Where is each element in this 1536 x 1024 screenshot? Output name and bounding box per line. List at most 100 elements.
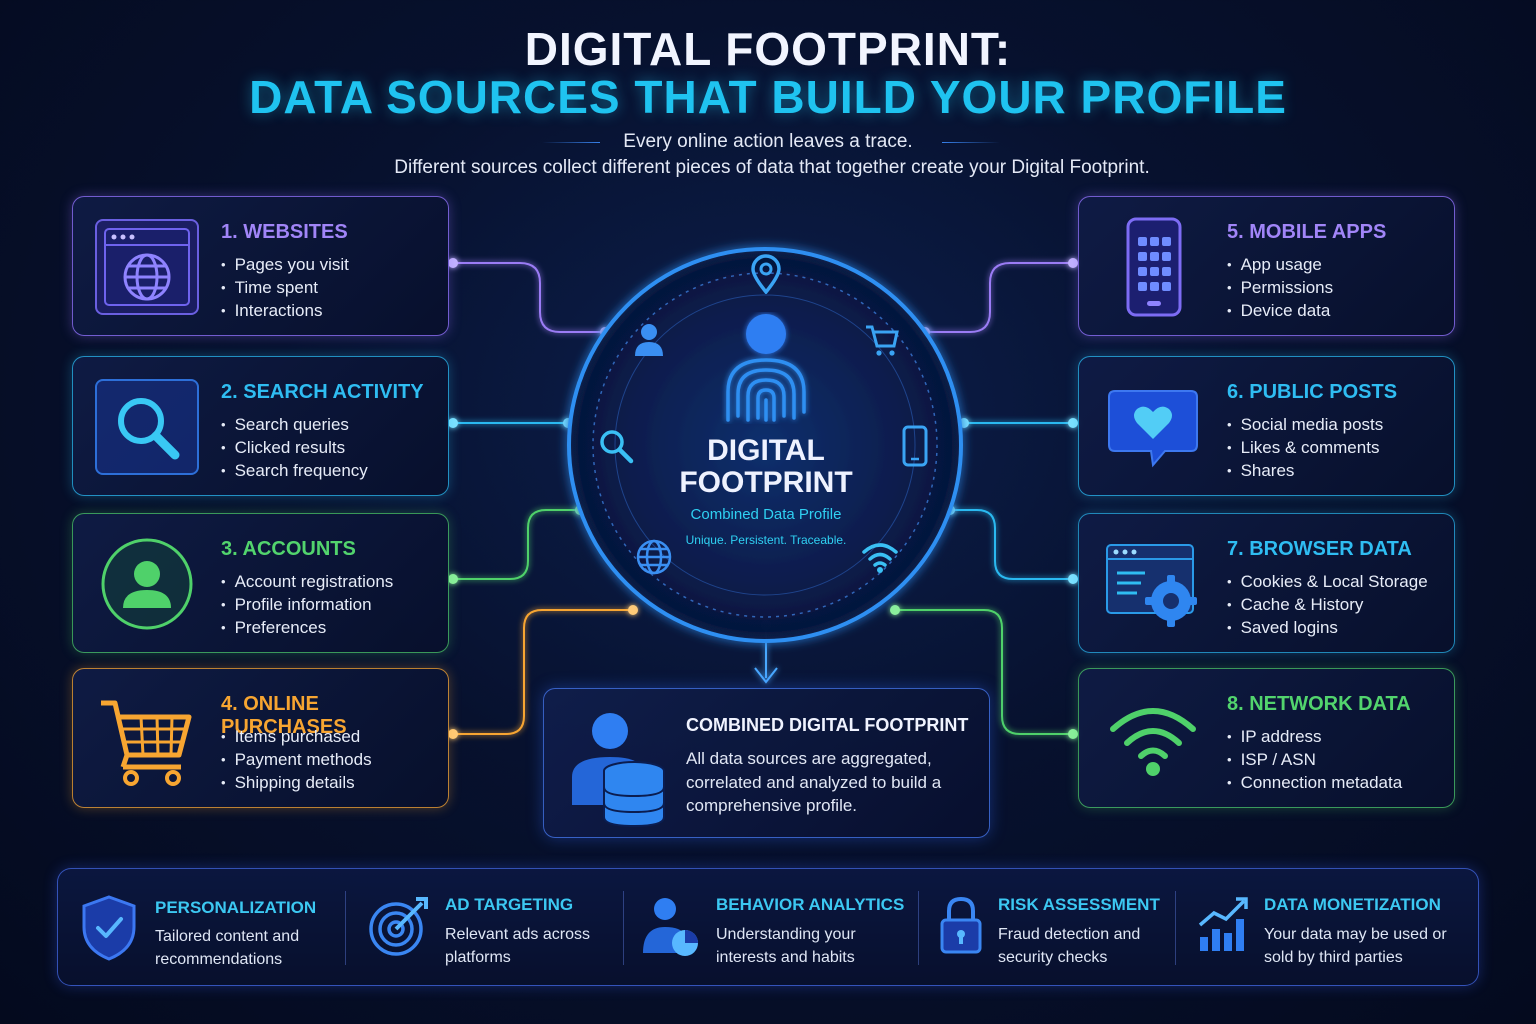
connector-websites: [449, 262, 605, 333]
connector-accounts: [449, 509, 580, 580]
wifi-icon: [1110, 708, 1196, 776]
card-list: Social media posts Likes & comments Shar…: [1227, 413, 1384, 482]
shopping-cart-icon: [866, 325, 899, 356]
card-title: 1. WEBSITES: [221, 221, 348, 243]
connector-network: [895, 609, 1076, 735]
use-title: AD TARGETING: [445, 895, 574, 914]
source-card-accounts: 3. ACCOUNTS Account registrations Profil…: [72, 513, 449, 653]
card-list: Account registrations Profile informatio…: [221, 570, 394, 639]
connector-combined-arrow: [754, 667, 778, 684]
data-uses-bar: PERSONALIZATION Tailored content and rec…: [57, 868, 1479, 986]
magnifier-icon: [118, 398, 180, 460]
center-subtitle: Combined Data Profile: [690, 506, 842, 523]
use-description: Understanding your interests and habits: [716, 926, 856, 966]
list-item: Payment methods: [221, 748, 372, 771]
use-personalization: PERSONALIZATION Tailored content and rec…: [80, 869, 350, 987]
search-icon: [600, 430, 634, 464]
cart-icon: [101, 700, 192, 786]
center-title-line-1: DIGITAL: [707, 434, 825, 467]
growth-chart-icon: [1198, 897, 1248, 951]
phone-icon: [902, 425, 928, 467]
list-item: Clicked results: [221, 436, 368, 459]
title-line-2: DATA SOURCES THAT BUILD YOUR PROFILE: [249, 71, 1287, 123]
target-icon: [369, 897, 428, 956]
card-title: 2. SEARCH ACTIVITY: [221, 381, 424, 403]
heart-chat-icon: [1108, 390, 1198, 468]
list-item: Saved logins: [1227, 616, 1428, 639]
card-list: IP address ISP / ASN Connection metadata: [1227, 725, 1403, 794]
globe-icon: [636, 539, 672, 575]
source-card-search-activity: 2. SEARCH ACTIVITY Search queries Clicke…: [72, 356, 449, 496]
source-card-websites: 1. WEBSITES Pages you visit Time spent I…: [72, 196, 449, 336]
list-item: Permissions: [1227, 276, 1334, 299]
location-pin-icon: [751, 254, 781, 294]
card-list: Search queries Clicked results Search fr…: [221, 413, 368, 482]
list-item: Connection metadata: [1227, 771, 1403, 794]
divider: [623, 891, 624, 965]
list-item: App usage: [1227, 253, 1333, 276]
use-description: Fraud detection and security checks: [998, 926, 1141, 966]
list-item: Time spent: [221, 276, 349, 299]
smartphone-icon: [1126, 217, 1182, 317]
shield-check-icon: [82, 895, 136, 961]
use-title: BEHAVIOR ANALYTICS: [716, 895, 905, 914]
user-icon: [101, 538, 193, 630]
use-description: Tailored content and recommendations: [155, 928, 300, 968]
browser-globe-icon: [104, 228, 190, 306]
fingerprint-avatar-icon: [726, 314, 806, 422]
list-item: Cookies & Local Storage: [1227, 570, 1428, 593]
ring-graphic: [567, 247, 963, 643]
card-list: Pages you visit Time spent Interactions: [221, 253, 349, 322]
user-chart-icon: [643, 898, 698, 956]
list-item: Shipping details: [221, 771, 372, 794]
combined-footprint-card: COMBINED DIGITAL FOOTPRINT All data sour…: [543, 688, 990, 838]
connector-purchases: [449, 609, 633, 735]
list-item: Preferences: [221, 616, 393, 639]
list-item: Account registrations: [221, 570, 394, 593]
center-title-line-2: FOOTPRINT: [679, 466, 853, 499]
use-title: DATA MONETIZATION: [1264, 895, 1441, 914]
use-ad-targeting: AD TARGETING Relevant ads across platfor…: [366, 869, 626, 987]
list-item: Cache & History: [1227, 593, 1428, 616]
use-description: Relevant ads across platforms: [445, 926, 590, 966]
list-item: Search queries: [221, 413, 368, 436]
source-card-mobile-apps: 5. MOBILE APPS App usage Permissions Dev…: [1078, 196, 1455, 336]
divider: [918, 891, 919, 965]
source-card-network-data: 8. NETWORK DATA IP address ISP / ASN Con…: [1078, 668, 1455, 808]
source-card-online-purchases: 4. ONLINE PURCHASES Items purchased Paym…: [72, 668, 449, 808]
list-item: Likes & comments: [1227, 436, 1383, 459]
subtitle-line-2: Different sources collect different piec…: [394, 157, 1150, 178]
card-title: 8. NETWORK DATA: [1227, 693, 1411, 715]
card-title: 5. MOBILE APPS: [1227, 221, 1387, 243]
use-data-monetization: DATA MONETIZATION Your data may be used …: [1198, 869, 1468, 987]
subtitle-line-1: Every online action leaves a trace.: [623, 131, 913, 152]
combined-title: COMBINED DIGITAL FOOTPRINT: [686, 715, 969, 735]
center-tagline: Unique. Persistent. Traceable.: [685, 533, 847, 547]
card-title: 3. ACCOUNTS: [221, 538, 356, 560]
list-item: Device data: [1227, 299, 1333, 322]
user-database-icon: [572, 713, 665, 828]
card-title: 6. PUBLIC POSTS: [1227, 381, 1398, 403]
use-behavior-analytics: BEHAVIOR ANALYTICS Understanding your in…: [643, 869, 928, 987]
list-item: Items purchased: [221, 725, 372, 748]
wifi-signal-icon: [862, 543, 898, 573]
source-card-public-posts: 6. PUBLIC POSTS Social media posts Likes…: [1078, 356, 1455, 496]
list-item: Shares: [1227, 459, 1383, 482]
card-list: App usage Permissions Device data: [1227, 253, 1334, 322]
divider: [345, 891, 346, 965]
combined-description: All data sources are aggregated, correla…: [686, 749, 942, 815]
list-item: Social media posts: [1227, 413, 1384, 436]
central-ring: [555, 235, 975, 655]
connector-browser: [950, 509, 1076, 580]
use-risk-assessment: RISK ASSESSMENT Fraud detection and secu…: [940, 869, 1200, 987]
list-item: IP address: [1227, 725, 1402, 748]
list-item: ISP / ASN: [1227, 748, 1402, 771]
card-list: Items purchased Payment methods Shipping…: [221, 725, 372, 794]
list-item: Search frequency: [221, 459, 368, 482]
title-line-1: DIGITAL FOOTPRINT:: [524, 23, 1012, 75]
source-card-browser-data: 7. BROWSER DATA Cookies & Local Storage …: [1078, 513, 1455, 653]
list-item: Pages you visit: [221, 253, 349, 276]
padlock-icon: [940, 896, 982, 954]
use-description: Your data may be used or sold by third p…: [1264, 926, 1447, 966]
browser-gear-icon: [1106, 544, 1197, 627]
